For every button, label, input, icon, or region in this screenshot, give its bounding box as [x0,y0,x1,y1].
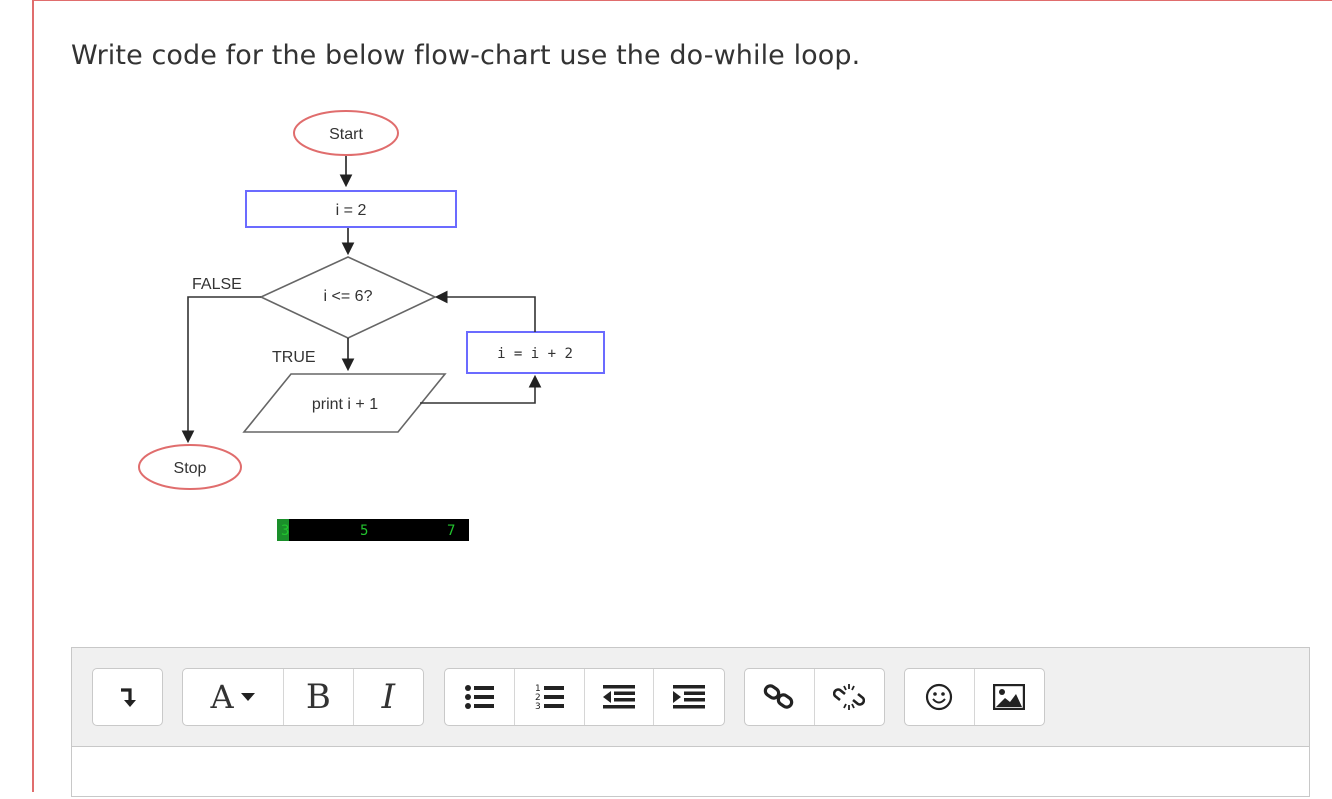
collapse-icon [120,688,136,707]
emoji-icon [926,683,953,711]
unlink-icon [833,684,866,710]
font-style-button[interactable]: A [183,669,285,725]
stop-label: Stop [174,460,207,477]
output-strip [277,519,469,541]
flowchart-image: Start i = 2 i <= 6? FALSE TRUE print i +… [138,110,605,541]
dropdown-caret-icon [240,693,255,701]
svg-text:2: 2 [535,693,541,703]
indent-icon [673,685,706,709]
toolbar-group-lists: 1 2 3 [444,668,725,726]
collapse-button[interactable] [93,669,162,725]
output-value-1: 3 [281,523,289,539]
toolbar-group-collapse [92,668,163,726]
bold-icon: B [305,677,331,717]
outdent-button[interactable] [585,669,655,725]
unlink-button[interactable] [815,669,885,725]
condition-label: i <= 6? [324,288,373,305]
link-button[interactable] [745,669,815,725]
svg-text:3: 3 [535,702,541,712]
editor-toolbar: A B I 1 [72,648,1309,747]
numbered-list-icon: 1 2 3 [535,684,565,712]
question-text: Write code for the below flow-chart use … [71,40,861,71]
print-node [242,373,447,433]
image-button[interactable] [975,669,1045,725]
start-label: Start [329,126,363,143]
increment-label: i = i + 2 [497,346,573,362]
output-value-2: 5 [360,523,368,539]
image-icon [993,684,1026,710]
init-node [245,190,457,228]
link-icon [764,684,794,709]
italic-icon: I [381,677,395,717]
toolbar-group-links [744,668,885,726]
start-node [293,110,399,156]
bold-button[interactable]: B [284,669,354,725]
svg-text:1: 1 [535,684,541,694]
init-label: i = 2 [336,202,367,219]
indent-button[interactable] [654,669,724,725]
increment-node [466,331,605,374]
bullet-list-button[interactable] [445,669,515,725]
true-label: TRUE [272,349,316,366]
font-style-icon: A [210,678,234,716]
toolbar-group-media [904,668,1045,726]
outdent-icon [602,685,635,709]
numbered-list-button[interactable]: 1 2 3 [515,669,585,725]
bullet-list-icon [465,685,495,709]
stop-node [138,444,242,490]
false-label: FALSE [192,276,242,293]
text-editor[interactable]: A B I 1 [71,647,1310,797]
editor-content-area[interactable] [72,747,1309,799]
italic-button[interactable]: I [354,669,423,725]
question-frame [32,0,1332,792]
emoji-button[interactable] [905,669,975,725]
print-label: print i + 1 [312,396,378,413]
output-value-3: 7 [447,523,455,539]
toolbar-group-format: A B I [182,668,424,726]
